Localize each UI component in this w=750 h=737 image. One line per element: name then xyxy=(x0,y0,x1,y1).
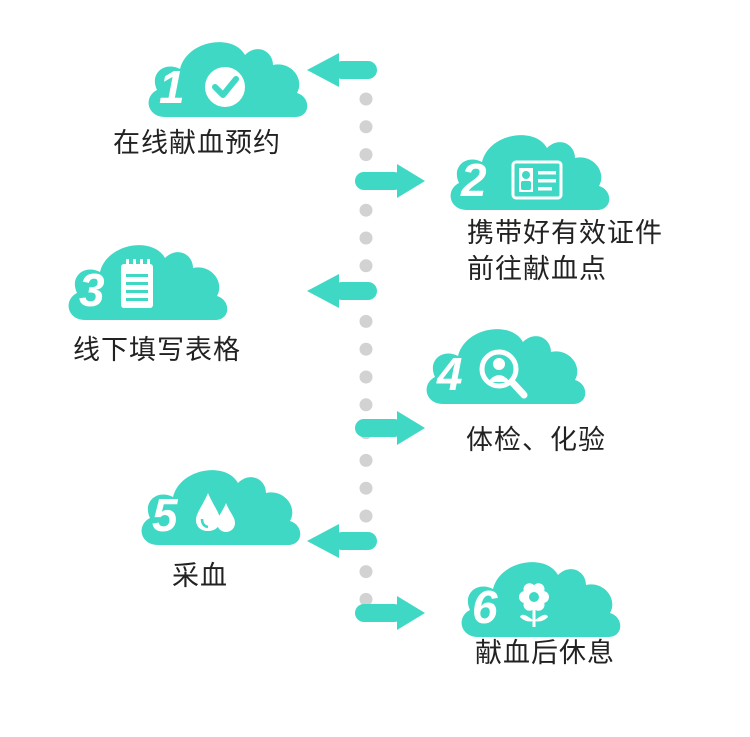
timeline-dot xyxy=(359,148,373,162)
timeline-dot xyxy=(359,314,373,328)
timeline-arrows xyxy=(307,53,425,630)
timeline-dot xyxy=(359,592,373,606)
timeline-dot xyxy=(359,565,373,579)
step-number: 1 xyxy=(159,61,185,113)
step-4-cloud: 4 xyxy=(426,329,586,404)
step-2-arrow xyxy=(355,164,425,198)
step-label-line: 携带好有效证件 xyxy=(467,218,663,249)
timeline-dot xyxy=(359,509,373,523)
step-3-arrow xyxy=(307,274,377,308)
step-5-cloud: 5 xyxy=(141,470,301,545)
notepad-icon xyxy=(121,259,153,308)
magnify-person-icon xyxy=(479,349,528,399)
step-6-label: 献血后休息 xyxy=(475,636,615,672)
step-number: 4 xyxy=(436,348,463,400)
step-1-label: 在线献血预约 xyxy=(113,126,281,162)
timeline-dot xyxy=(359,92,373,106)
check-circle-icon xyxy=(205,67,245,107)
step-5-arrow xyxy=(307,524,377,558)
step-5-label: 采血 xyxy=(172,559,228,595)
timeline-dots xyxy=(359,92,373,606)
timeline-dot xyxy=(359,203,373,217)
step-label-line: 采血 xyxy=(172,561,228,592)
step-label-line: 在线献血预约 xyxy=(113,128,281,159)
step-2-cloud: 2 xyxy=(450,135,610,210)
step-6-cloud: 6 xyxy=(461,562,621,637)
step-label-line: 前往献血点 xyxy=(467,254,607,285)
step-2-label: 携带好有效证件前往献血点 xyxy=(467,216,663,288)
step-1-arrow xyxy=(307,53,377,87)
step-4-label: 体检、化验 xyxy=(466,423,606,459)
timeline-dot xyxy=(359,370,373,384)
timeline-dot xyxy=(359,342,373,356)
step-label-line: 献血后休息 xyxy=(475,638,615,669)
timeline-dot xyxy=(359,231,373,245)
step-clouds: 1 2 3 4 5 6 xyxy=(68,42,621,637)
step-4-arrow xyxy=(355,411,425,445)
timeline-dot xyxy=(359,398,373,412)
step-label-line: 体检、化验 xyxy=(466,425,606,456)
step-6-arrow xyxy=(355,596,425,630)
step-number: 5 xyxy=(152,489,179,541)
step-label-line: 线下填写表格 xyxy=(73,335,241,366)
step-1-cloud: 1 xyxy=(148,42,308,117)
step-number: 2 xyxy=(460,154,487,206)
flower-icon xyxy=(519,583,549,627)
blood-drops-icon xyxy=(196,493,235,532)
step-3-label: 线下填写表格 xyxy=(73,333,241,369)
step-3-cloud: 3 xyxy=(68,245,228,320)
timeline-dot xyxy=(359,259,373,273)
timeline-dot xyxy=(359,481,373,495)
step-number: 6 xyxy=(472,581,498,633)
id-card-icon xyxy=(511,160,563,200)
step-number: 3 xyxy=(79,264,105,316)
timeline-dot xyxy=(359,453,373,467)
timeline-dot xyxy=(359,120,373,134)
